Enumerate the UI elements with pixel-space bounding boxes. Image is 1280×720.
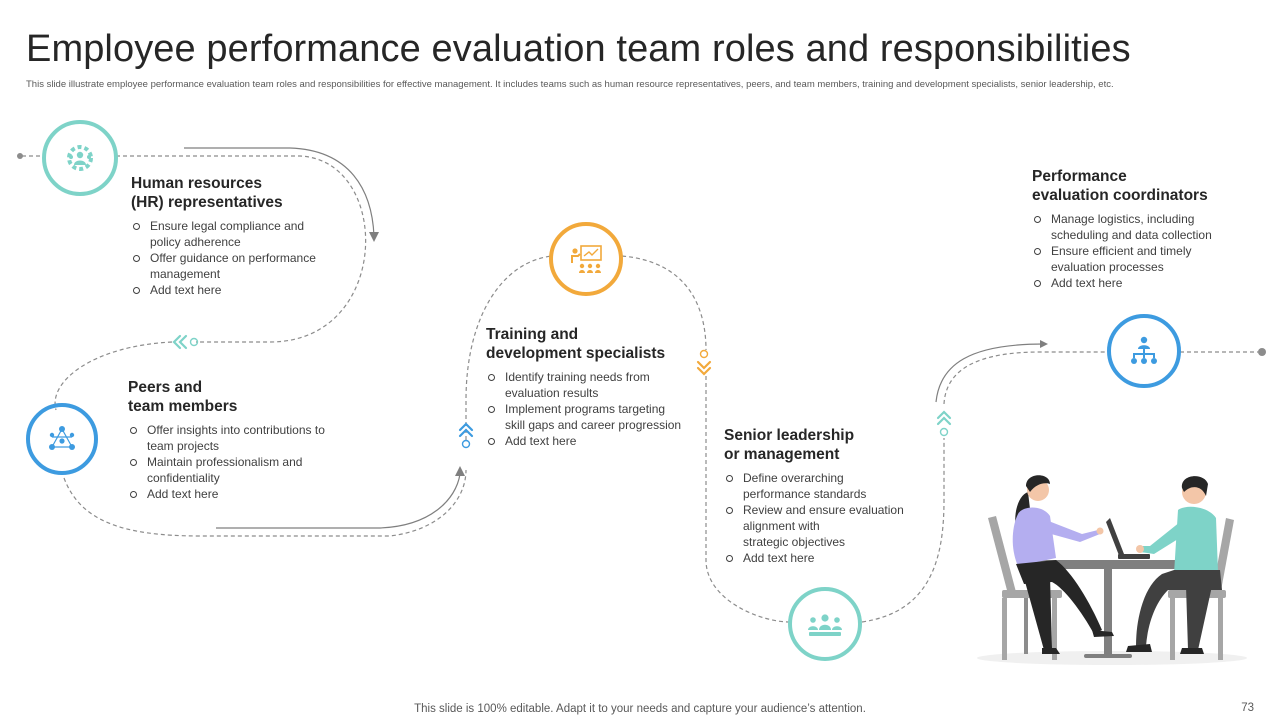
leadership-group-icon	[808, 614, 842, 636]
org-chart-icon	[1131, 336, 1157, 364]
footer-note: This slide is 100% editable. Adapt it to…	[414, 703, 866, 715]
team-network-icon	[49, 426, 75, 450]
meeting-illustration-icon	[977, 475, 1247, 665]
bullet-item: Add text here	[1032, 275, 1252, 291]
coordinators-badge	[1107, 314, 1181, 388]
page-title: Employee performance evaluation team rol…	[26, 28, 1131, 70]
hr-badge	[42, 120, 118, 196]
peers-badge	[26, 403, 98, 475]
bullet-item: Add text here	[128, 486, 368, 502]
senior-badge	[788, 587, 862, 661]
page-subtitle: This slide illustrate employee performan…	[26, 79, 1114, 90]
bullet-item: Add text here	[724, 550, 929, 566]
bullet-item: Add text here	[486, 433, 706, 449]
role-heading: Human resources(HR) representatives	[131, 175, 283, 211]
bullet-item: Add text here	[131, 282, 361, 298]
role-card-hr: Human resources(HR) representatives Ensu…	[131, 174, 361, 298]
training-badge	[549, 222, 623, 296]
page-number: 73	[1241, 702, 1254, 714]
presentation-icon	[571, 245, 602, 273]
people-gear-icon	[67, 145, 93, 171]
